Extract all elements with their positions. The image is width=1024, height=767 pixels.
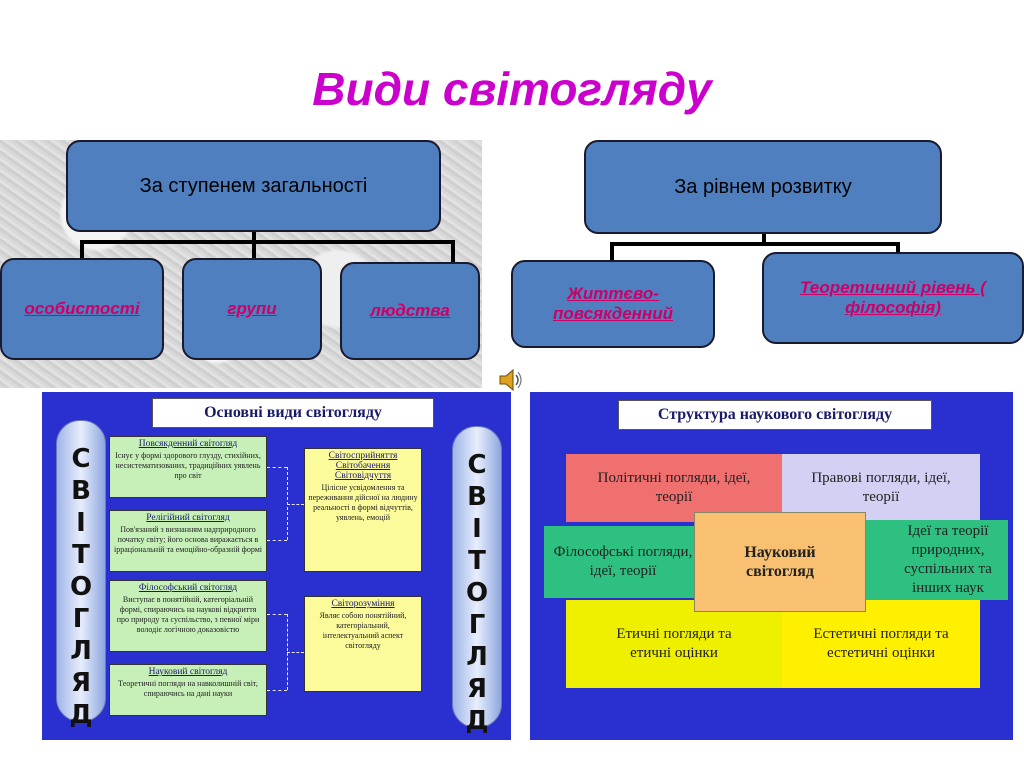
side-letter: Д: [465, 706, 489, 736]
block-label: Етичні погляди та етичні оцінки: [616, 626, 732, 661]
node-label: За ступенем загальності: [139, 174, 368, 197]
item-heading: Філософський світогляд: [138, 583, 238, 593]
worldview-scientific: Науковий світогляд Теоретичні погляди на…: [109, 664, 267, 716]
item-text: Являє собою понятійний, категоріальний, …: [319, 611, 407, 650]
side-letter: С: [71, 444, 91, 474]
side-letter: В: [467, 482, 487, 512]
worldview-understanding: Світорозуміння Являє собою понятійний, к…: [304, 596, 422, 692]
item-text: Виступає в понятійній, категоріальній фо…: [116, 595, 260, 634]
slide-title: Види світогляду: [312, 63, 712, 115]
node-label: групи: [227, 299, 277, 318]
item-text: Теоретичні погляди на навколишній світ, …: [118, 679, 258, 698]
node-everyday: Життєво-повсякденний: [511, 260, 715, 348]
item-heading: Релігійний світогляд: [146, 513, 230, 523]
node-label: Життєво-повсякденний: [553, 284, 673, 323]
side-letter: Т: [468, 546, 486, 576]
item-heading: Світосприйняття Світобачення Світовідчут…: [328, 451, 398, 481]
block-scientific-center: Науковий світогляд: [694, 512, 866, 612]
side-letter: Т: [72, 540, 90, 570]
block-label: Естетичні погляди та естетичні оцінки: [813, 626, 949, 661]
image-title: Основні види світогляду: [152, 398, 434, 428]
connector: [451, 240, 455, 266]
block-aesthetic: Естетичні погляди та естетичні оцінки: [782, 600, 980, 688]
block-label: Ідеї та теорії природних, суспільних та …: [904, 523, 992, 596]
node-group: групи: [182, 258, 322, 360]
item-heading: Науковий світогляд: [148, 667, 228, 677]
side-letter: Г: [72, 604, 90, 634]
block-political: Політичні погляди, ідеї, теорії: [566, 454, 782, 522]
node-individual: особистості: [0, 258, 164, 360]
connector: [610, 242, 900, 246]
block-philosophical: Філософські погляди, ідеї, теорії: [544, 526, 702, 598]
item-text: Існує у формі здорового глузду, стихійни…: [115, 451, 261, 480]
node-development-root: За рівнем розвитку: [584, 140, 942, 234]
node-generality-root: За ступенем загальності: [66, 140, 441, 232]
side-letter: В: [71, 476, 91, 506]
connector: [610, 242, 614, 262]
item-text: Цілісне усвідомлення та переживання дійс…: [308, 483, 418, 522]
worldview-everyday: Повсякденний світогляд Існує у формі здо…: [109, 436, 267, 498]
connector: [80, 240, 455, 244]
connector: [267, 467, 287, 468]
connector: [267, 540, 287, 541]
side-letter: Д: [69, 700, 93, 730]
block-natural: Ідеї та теорії природних, суспільних та …: [864, 520, 1008, 600]
scientific-worldview-image: Структура наукового світогляду Політичні…: [530, 392, 1013, 740]
connector: [896, 242, 900, 254]
block-label: Науковий світогляд: [744, 544, 816, 580]
block-ethical: Етичні погляди та етичні оцінки: [566, 600, 782, 688]
image-title: Структура наукового світогляду: [618, 400, 932, 430]
side-letter: І: [76, 508, 86, 538]
item-heading: Світорозуміння: [331, 599, 395, 609]
side-letter: Я: [466, 674, 488, 704]
connector: [287, 652, 304, 653]
block-label: Політичні погляди, ідеї, теорії: [597, 470, 751, 505]
connector: [762, 232, 766, 246]
connector: [267, 690, 287, 691]
node-theoretical: Теоретичний рівень ( філософія): [762, 252, 1024, 344]
worldview-perception: Світосприйняття Світобачення Світовідчут…: [304, 448, 422, 572]
speaker-icon[interactable]: [497, 365, 525, 395]
connector: [252, 240, 256, 262]
side-letter: Г: [468, 610, 486, 640]
side-letter: О: [69, 572, 93, 602]
side-letter: Я: [70, 668, 92, 698]
block-label: Філософські погляди, ідеї, теорії: [553, 544, 693, 579]
node-label: Теоретичний рівень ( філософія): [800, 278, 986, 317]
node-humanity: людства: [340, 262, 480, 360]
side-letter: Л: [70, 636, 92, 666]
block-label: Правові погляди, ідеї, теорії: [811, 470, 951, 505]
block-legal: Правові погляди, ідеї, теорії: [782, 454, 980, 522]
side-letter: С: [467, 450, 487, 480]
node-label: особистості: [24, 299, 140, 318]
side-letter: І: [472, 514, 482, 544]
worldview-philosophical: Філософський світогляд Виступає в поняті…: [109, 580, 267, 652]
connector: [80, 240, 84, 262]
connector: [287, 504, 304, 505]
connector: [252, 230, 256, 244]
item-heading: Повсякденний світогляд: [138, 439, 238, 449]
worldview-religious: Релігійний світогляд Пов'язаний з визнан…: [109, 510, 267, 572]
connector: [287, 467, 288, 540]
item-text: Пов'язаний з визнанням надприродного поч…: [113, 525, 262, 554]
node-label: За рівнем розвитку: [674, 175, 852, 198]
side-letter: О: [465, 578, 489, 608]
node-label: людства: [370, 301, 450, 320]
side-letter: Л: [466, 642, 488, 672]
connector: [267, 614, 287, 615]
